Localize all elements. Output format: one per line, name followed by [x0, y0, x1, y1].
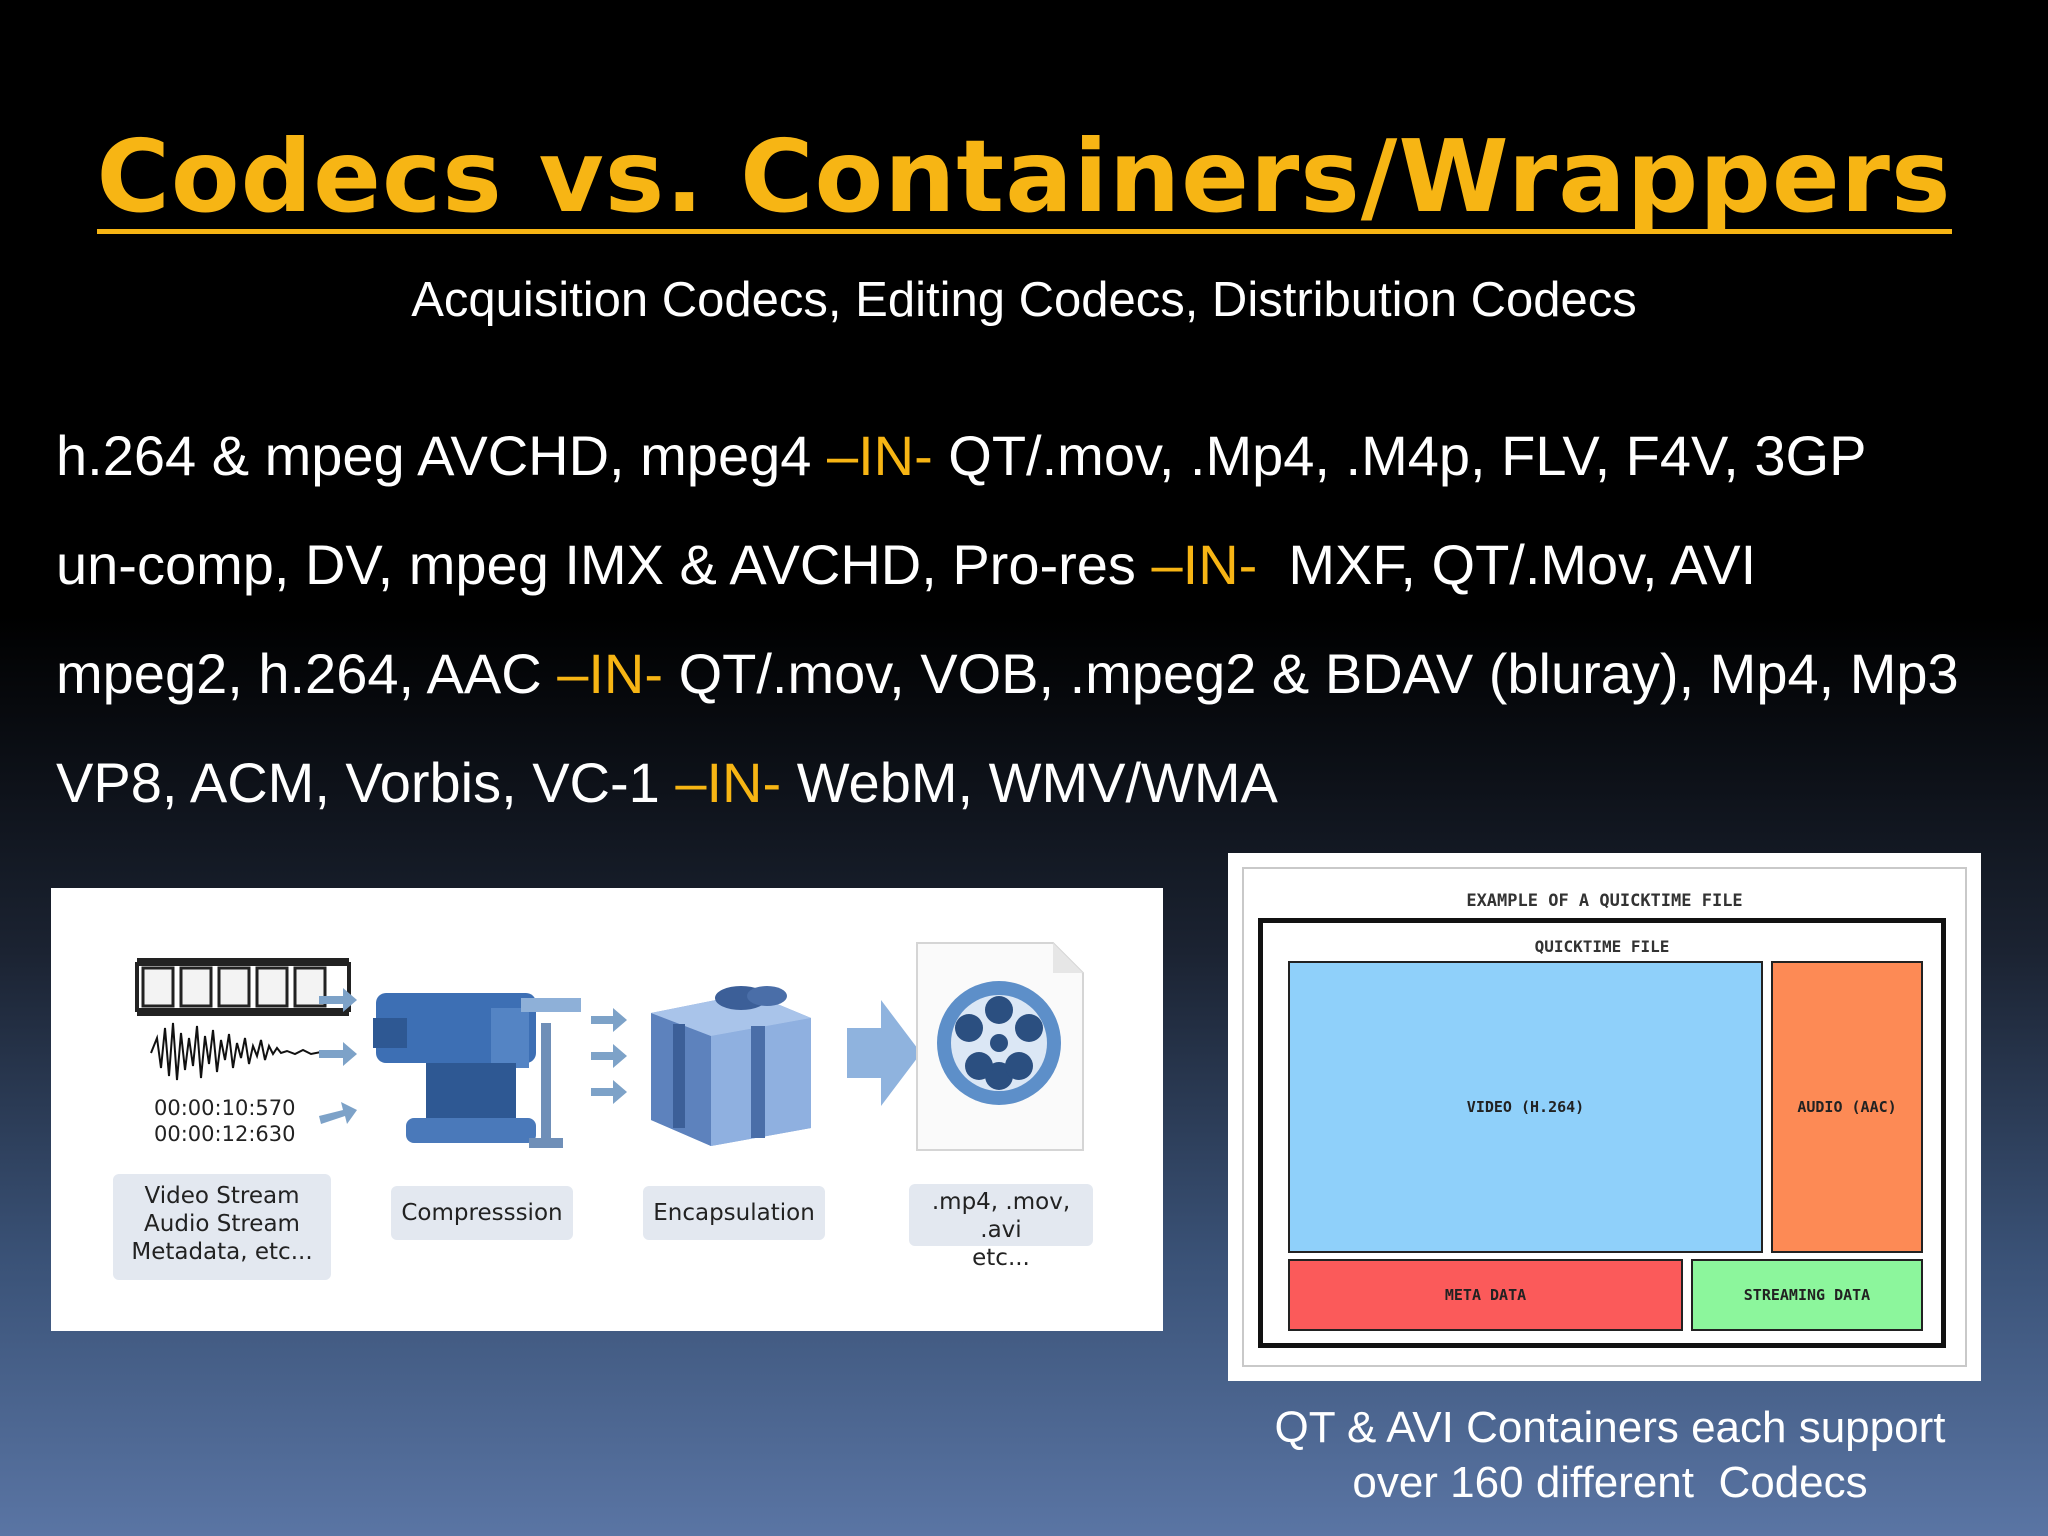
- codec-row: mpeg2, h.264, AAC –IN- QT/.mov, VOB, .mp…: [56, 641, 1959, 706]
- row-codecs: h.264 & mpeg AVCHD, mpeg4: [56, 424, 827, 487]
- containers-caption: QT & AVI Containers each support over 16…: [1240, 1400, 1980, 1510]
- quicktime-file-figure: EXAMPLE OF A QUICKTIME FILE QUICKTIME FI…: [1228, 853, 1981, 1381]
- codec-row: un-comp, DV, mpeg IMX & AVCHD, Pro-res –…: [56, 532, 1756, 597]
- metadata-block: META DATA: [1288, 1259, 1683, 1331]
- formats-label: .mp4, .mov, .avi etc...: [909, 1184, 1093, 1271]
- slide-title: Codecs vs. Containers/Wrappers: [96, 118, 1952, 235]
- format-line: etc...: [972, 1245, 1030, 1271]
- caption-line: QT & AVI Containers each support: [1274, 1403, 1946, 1452]
- streaming-data-block: STREAMING DATA: [1691, 1259, 1923, 1331]
- row-in-separator: –IN-: [675, 751, 782, 814]
- stream-item: Video Stream: [144, 1183, 300, 1209]
- row-codecs: VP8, ACM, Vorbis, VC-1: [56, 751, 676, 814]
- arrow-icon: [319, 988, 357, 1124]
- row-in-separator: –IN-: [1151, 533, 1258, 596]
- row-in-separator: –IN-: [557, 642, 664, 705]
- codec-row: h.264 & mpeg AVCHD, mpeg4 –IN- QT/.mov, …: [56, 423, 1866, 488]
- vise-icon: [373, 993, 581, 1148]
- quicktime-heading: EXAMPLE OF A QUICKTIME FILE: [1466, 891, 1743, 911]
- quicktime-file-frame: QUICKTIME FILE VIDEO (H.264) AUDIO (AAC)…: [1258, 918, 1946, 1348]
- row-codecs: un-comp, DV, mpeg IMX & AVCHD, Pro-res: [56, 533, 1152, 596]
- stream-item: Metadata, etc...: [131, 1239, 313, 1265]
- film-strip-icon: [135, 958, 351, 1016]
- row-in-separator: –IN-: [826, 424, 933, 487]
- row-containers: MXF, QT/.Mov, AVI: [1257, 533, 1757, 596]
- timecode-start: 00:00:10:570: [154, 1096, 296, 1120]
- audio-track-block: AUDIO (AAC): [1771, 961, 1923, 1253]
- gift-box-icon: [651, 986, 811, 1146]
- timecode-end: 00:00:12:630: [154, 1122, 296, 1146]
- audio-waveform-icon: [150, 1022, 330, 1081]
- encoding-workflow-diagram: 00:00:10:570 00:00:12:630 Video Stream A…: [51, 888, 1163, 1331]
- video-track-block: VIDEO (H.264): [1288, 961, 1763, 1253]
- row-containers: QT/.mov, .Mp4, .M4p, FLV, F4V, 3GP: [932, 424, 1867, 487]
- quicktime-file-label: QUICKTIME FILE: [1534, 937, 1670, 956]
- stream-item: Audio Stream: [144, 1211, 300, 1237]
- video-file-icon: [916, 942, 1084, 1151]
- workflow-graphics: [135, 942, 1084, 1151]
- row-containers: QT/.mov, VOB, .mpeg2 & BDAV (bluray), Mp…: [663, 642, 1959, 705]
- quicktime-figure-border: EXAMPLE OF A QUICKTIME FILE: [1242, 867, 1967, 1367]
- codec-row: VP8, ACM, Vorbis, VC-1 –IN- WebM, WMV/WM…: [56, 750, 1278, 815]
- compression-label: Compresssion: [391, 1186, 573, 1240]
- format-line: .mp4, .mov, .avi: [931, 1189, 1071, 1243]
- slide-subtitle: Acquisition Codecs, Editing Codecs, Dist…: [411, 273, 1637, 327]
- row-containers: WebM, WMV/WMA: [781, 751, 1278, 814]
- arrow-icon: [847, 1000, 921, 1106]
- caption-line: over 160 different Codecs: [1352, 1458, 1868, 1507]
- arrow-icon: [591, 1008, 627, 1104]
- encapsulation-label: Encapsulation: [643, 1186, 825, 1240]
- row-codecs: mpeg2, h.264, AAC: [56, 642, 558, 705]
- streams-label: Video Stream Audio Stream Metadata, etc.…: [113, 1174, 331, 1280]
